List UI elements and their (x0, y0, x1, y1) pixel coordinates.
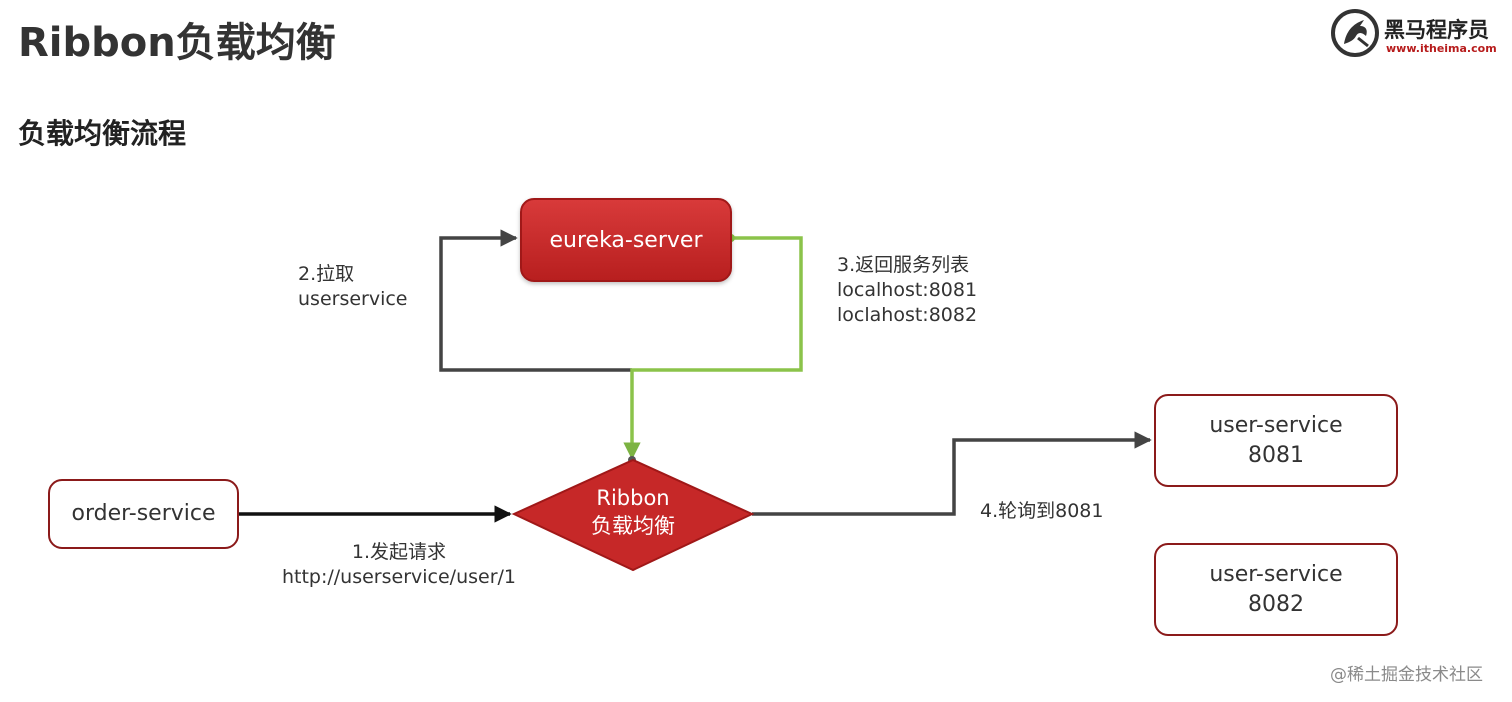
step2-label: 2.拉取 userservice (298, 262, 408, 312)
user-service-8082-name: user-service (1209, 561, 1343, 587)
ribbon-label-line2: 负载均衡 (591, 514, 675, 538)
step3-label-line1: 3.返回服务列表 (837, 254, 970, 276)
user-service-8082-node[interactable]: user-service 8082 (1154, 543, 1398, 636)
edge-pull-userservice (439, 229, 632, 372)
step1-label-line2: http://userservice/user/1 (281, 566, 517, 588)
watermark: @稀土掘金技术社区 (1330, 665, 1483, 685)
edge-round-robin (752, 431, 1152, 516)
order-service-label: order-service (71, 501, 216, 526)
step3-label-line2: localhost:8081 (837, 279, 978, 301)
user-service-8082-port: 8082 (1248, 591, 1304, 617)
step2-label-line2: userservice (298, 288, 408, 310)
ribbon-diamond (511, 458, 755, 572)
brand-logo: 黑马程序员 www.itheima.com (1330, 8, 1500, 58)
step4-label: 4.轮询到8081 (980, 500, 1104, 522)
step3-label: 3.返回服务列表 localhost:8081 loclahost:8082 (837, 253, 977, 328)
edge-return-service-list (623, 236, 803, 460)
ribbon-label: Ribbon 负载均衡 (560, 484, 706, 540)
step1-label: 1.发起请求 http://userservice/user/1 (268, 540, 530, 590)
horse-logo-icon (1331, 9, 1379, 57)
ribbon-label-line1: Ribbon (596, 486, 670, 510)
step2-label-line1: 2.拉取 (298, 263, 355, 285)
section-subtitle: 负载均衡流程 (18, 117, 187, 150)
order-service-node[interactable]: order-service (48, 479, 239, 549)
step3-label-line3: loclahost:8082 (837, 304, 978, 326)
user-service-8081-node[interactable]: user-service 8081 (1154, 394, 1398, 487)
step1-label-line1: 1.发起请求 (351, 541, 447, 563)
user-service-8081-port: 8081 (1248, 442, 1304, 468)
eureka-server-node[interactable]: eureka-server (520, 198, 732, 282)
brand-name: 黑马程序员 (1384, 18, 1489, 42)
page-title: Ribbon负载均衡 (18, 20, 336, 66)
brand-url: www.itheima.com (1386, 42, 1497, 55)
user-service-8081-name: user-service (1209, 412, 1343, 438)
